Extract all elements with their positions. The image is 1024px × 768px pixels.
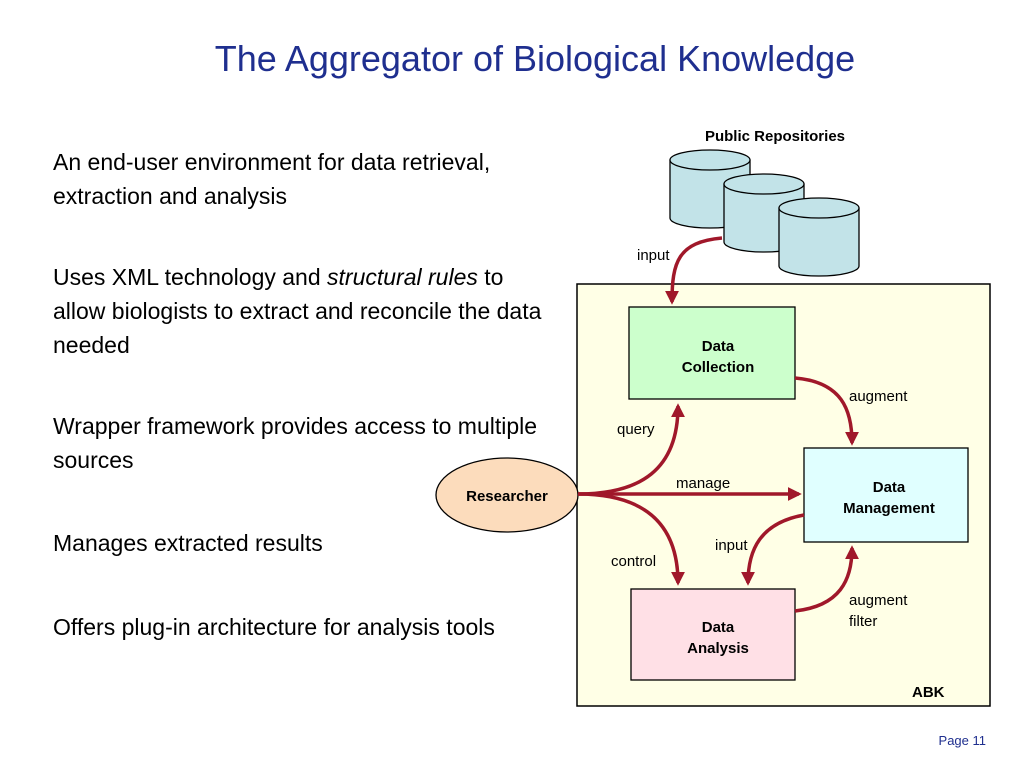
augment-filter-line-2: filter <box>849 613 877 630</box>
public-repositories-label: Public Repositories <box>705 128 845 145</box>
arrow-control <box>577 492 685 586</box>
data-management-line-1: Data <box>873 479 906 496</box>
data-analysis-line-1: Data <box>702 619 735 636</box>
slide-title: The Aggregator of Biological Knowledge <box>214 38 856 79</box>
bullet-plugin: Offers plug-in architecture for analysis… <box>53 614 495 640</box>
augment-label: augment <box>849 388 908 405</box>
arrow-input-repositories <box>665 236 723 305</box>
page-number: Page 11 <box>938 733 986 748</box>
bullet-xml-text-2: to allow biologists to extract and recon… <box>53 264 542 358</box>
data-analysis-line-2: Analysis <box>687 640 749 657</box>
bullet-environment: An end-user environment for data retriev… <box>53 149 491 209</box>
data-analysis-box <box>630 588 796 681</box>
arrow-augment <box>794 376 859 446</box>
arrow-augment-filter <box>794 545 859 613</box>
arrow-input-mid <box>741 513 805 586</box>
data-collection-box <box>628 306 796 400</box>
control-label: control <box>611 553 656 570</box>
augment-filter-line-1: augment <box>849 592 908 609</box>
data-management-line-2: Management <box>843 500 935 517</box>
data-management-box <box>803 447 969 543</box>
input-mid-label: input <box>715 537 748 554</box>
researcher-label: Researcher <box>466 488 548 505</box>
bullet-xml: Uses XML technology and structural rules… <box>53 260 553 362</box>
manage-label: manage <box>676 475 730 492</box>
data-collection-line-1: Data <box>702 338 735 355</box>
input-top-label: input <box>637 247 670 264</box>
query-label: query <box>617 421 655 438</box>
data-collection-line-2: Collection <box>682 359 755 376</box>
bullet-wrapper: Wrapper framework provides access to mul… <box>53 413 538 473</box>
bullet-manages: Manages extracted results <box>53 530 323 556</box>
abk-label: ABK <box>912 684 945 701</box>
bullet-xml-italic: structural rules <box>327 264 478 290</box>
repository-cylinder-3 <box>778 197 860 277</box>
bullet-xml-text-1: Uses XML technology and <box>53 264 328 290</box>
